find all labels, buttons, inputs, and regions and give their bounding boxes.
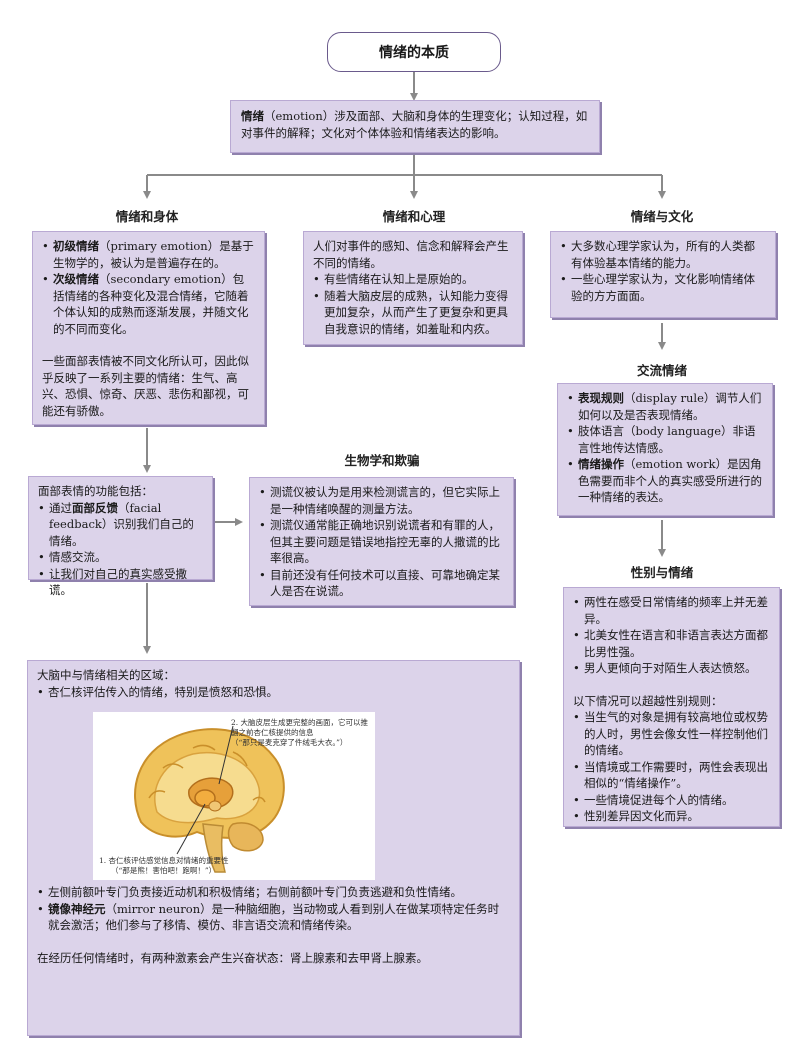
list-item: 大多数心理学家认为，所有的人类都有体验基本情绪的能力。 [560, 238, 766, 271]
list-item: 表现规则（display rule）调节人们如何以及是否表现情绪。 [567, 390, 763, 423]
bio-deception-box: 测谎仪被认为是用来检测谎言的，但它实际上是一种情绪唤醒的测量方法。 测谎仪通常能… [249, 477, 514, 606]
list-item: 北美女性在语言和非语言表达方面都比男性强。 [573, 627, 770, 660]
list-item: 情感交流。 [38, 549, 203, 566]
definition-box: 情绪（emotion）涉及面部、大脑和身体的生理变化；认知过程，如对事件的解释；… [230, 100, 600, 153]
mind-intro: 人们对事件的感知、信念和解释会产生不同的情绪。 [313, 239, 509, 270]
list-item: 当生气的对象是拥有较高地位或权势的人时，男性会像女性一样控制他们的情绪。 [573, 709, 770, 759]
mind-box: 人们对事件的感知、信念和解释会产生不同的情绪。 有些情绪在认知上是原始的。 随着… [303, 231, 523, 345]
list-item: 通过面部反馈（facial feedback）识别我们自己的情绪。 [38, 500, 203, 550]
body-paragraph: 一些面部表情被不同文化所认可，因此似乎反映了一系列主要的情绪：生气、高兴、恐惧、… [42, 354, 249, 418]
list-item: 当情境或工作需要时，两性会表现出相似的“情绪操作”。 [573, 759, 770, 792]
body-box: 初级情绪（primary emotion）是基于生物学的，被认为是普遍存在的。 … [32, 231, 265, 425]
list-item: 初级情绪（primary emotion）是基于生物学的，被认为是普遍存在的。 [42, 238, 255, 271]
list-item: 两性在感受日常情绪的频率上并无差异。 [573, 594, 770, 627]
facial-function-box: 面部表情的功能包括： 通过面部反馈（facial feedback）识别我们自己… [28, 476, 213, 597]
heading-mind: 情绪和心理 [382, 209, 446, 224]
brain-regions-lower: 左侧前额叶专门负责接近动机和积极情绪；右侧前额叶专门负责逃避和负性情绪。 镜像神… [28, 880, 519, 1034]
list-item: 测谎仪通常能正确地识别说谎者和有罪的人，但其主要问题是错误地指控无辜的人撒谎的比… [259, 517, 504, 567]
heading-body: 情绪和身体 [115, 209, 179, 224]
definition-term: 情绪 [241, 109, 264, 123]
brain-paragraph: 在经历任何情绪时，有两种激素会产生兴奋状态：肾上腺素和去甲肾上腺素。 [37, 950, 428, 965]
list-item: 情绪操作（emotion work）是因角色需要而非个人的真实感受所进行的一种情… [567, 456, 763, 506]
heading-bio-deception: 生物学和欺骗 [344, 453, 420, 468]
list-item: 镜像神经元（mirror neuron）是一种脑细胞，当动物或人看到别人在做某项… [37, 901, 510, 934]
list-item: 肢体语言（body language）非语言性地传达情感。 [567, 423, 763, 456]
definition-text: （emotion）涉及面部、大脑和身体的生理变化；认知过程，如对事件的解释；文化… [241, 109, 588, 140]
brain-caption-1: 1. 杏仁核评估感觉信息对情绪的重要性（“那是熊！害怕吧！跑啊！”） [99, 856, 229, 875]
heading-gender: 性别与情绪 [630, 565, 694, 580]
list-item: 一些情境促进每个人的情绪。 [573, 792, 770, 809]
list-item: 让我们对自己的真实感受撒谎。 [38, 566, 203, 599]
list-item: 左侧前额叶专门负责接近动机和积极情绪；右侧前额叶专门负责逃避和负性情绪。 [37, 884, 510, 901]
page-title: 情绪的本质 [327, 32, 501, 72]
communication-box: 表现规则（display rule）调节人们如何以及是否表现情绪。 肢体语言（b… [557, 383, 773, 516]
heading-communication: 交流情绪 [636, 363, 687, 378]
brain-illustration: 2. 大脑皮层生成更完整的画面，它可以推翻之前杏仁核提供的信息（“那只是麦克穿了… [93, 712, 375, 880]
gender-paragraph: 以下情况可以超越性别规则： [573, 693, 723, 708]
brain-intro: 大脑中与情绪相关的区域： [37, 668, 175, 682]
list-item: 次级情绪（secondary emotion）包括情绪的各种变化及混合情绪，它随… [42, 271, 255, 337]
brain-icon [134, 725, 285, 873]
brain-caption-2: 2. 大脑皮层生成更完整的画面，它可以推翻之前杏仁核提供的信息（“那只是麦克穿了… [231, 718, 369, 747]
culture-box: 大多数心理学家认为，所有的人类都有体验基本情绪的能力。 一些心理学家认为，文化影… [550, 231, 776, 318]
gender-box: 两性在感受日常情绪的频率上并无差异。 北美女性在语言和非语言表达方面都比男性强。… [563, 587, 780, 827]
heading-culture: 情绪与文化 [630, 209, 694, 224]
list-item: 目前还没有任何技术可以直接、可靠地确定某人是否在说谎。 [259, 567, 504, 600]
face-intro: 面部表情的功能包括： [38, 484, 153, 498]
list-item: 测谎仪被认为是用来检测谎言的，但它实际上是一种情绪唤醒的测量方法。 [259, 484, 504, 517]
list-item: 杏仁核评估传入的情绪，特别是愤怒和恐惧。 [37, 684, 510, 701]
list-item: 随着大脑皮层的成熟，认知能力变得更加复杂，从而产生了更复杂和更具自我意识的情绪，… [313, 288, 513, 338]
list-item: 一些心理学家认为，文化影响情绪体验的方方面面。 [560, 271, 766, 304]
list-item: 有些情绪在认知上是原始的。 [313, 271, 513, 288]
list-item: 男人更倾向于对陌生人表达愤怒。 [573, 660, 770, 677]
list-item: 性别差异因文化而异。 [573, 808, 770, 825]
